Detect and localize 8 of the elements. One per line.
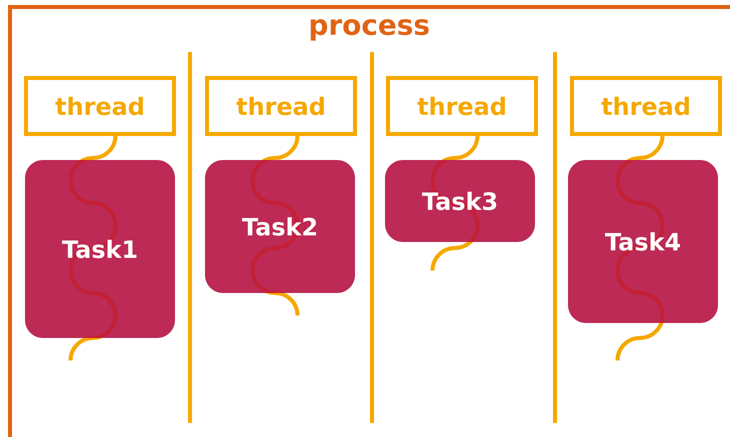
task-box: Task4 xyxy=(568,160,718,323)
task-box: Task2 xyxy=(205,160,355,293)
thread-box: thread xyxy=(205,76,357,136)
task-box: Task3 xyxy=(385,160,535,242)
thread-box: thread xyxy=(386,76,538,136)
task-box: Task1 xyxy=(25,160,175,338)
thread-box: thread xyxy=(570,76,722,136)
thread-box: thread xyxy=(24,76,176,136)
